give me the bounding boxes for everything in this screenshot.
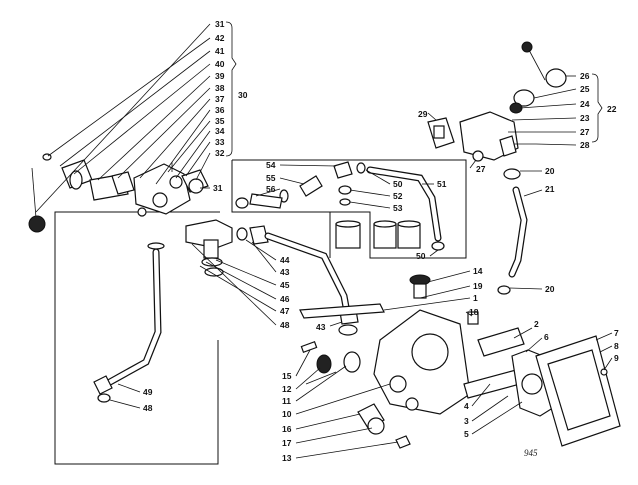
label-41: 41 xyxy=(215,46,225,56)
label-19: 19 xyxy=(473,281,483,291)
label-3: 3 xyxy=(464,416,469,426)
label-50: 50 xyxy=(393,179,403,189)
leaders-top-left xyxy=(35,21,237,213)
label-33: 33 xyxy=(215,137,225,147)
label-22: 22 xyxy=(607,104,617,114)
label-26: 26 xyxy=(580,71,590,81)
label-55: 55 xyxy=(266,173,276,183)
label-53: 53 xyxy=(393,203,403,213)
label-39: 39 xyxy=(215,71,225,81)
label-20: 20 xyxy=(545,166,555,176)
leaders-top-right xyxy=(427,73,603,169)
label-50b: 50 xyxy=(416,251,426,261)
reference-code: 945 xyxy=(524,448,538,458)
labels-middle: 44 43 45 46 47 48 43 xyxy=(280,255,326,332)
left-frame xyxy=(54,211,220,465)
labels-top-right: 26 25 24 22 23 27 28 29 27 xyxy=(418,71,617,174)
leaders-pump xyxy=(295,270,613,459)
label-40: 40 xyxy=(215,59,225,69)
label-2: 2 xyxy=(534,319,539,329)
label-48: 48 xyxy=(280,320,290,330)
label-17: 17 xyxy=(282,438,292,448)
leaders-oil-box xyxy=(255,164,439,257)
label-20b: 20 xyxy=(545,284,555,294)
label-14: 14 xyxy=(473,266,483,276)
label-29: 29 xyxy=(418,109,428,119)
oil-pipe-box-parts xyxy=(235,161,445,251)
label-1: 1 xyxy=(473,293,478,303)
label-7: 7 xyxy=(614,328,619,338)
leaders-middle xyxy=(191,239,343,327)
label-47: 47 xyxy=(280,306,290,316)
dipstick-assembly xyxy=(28,153,209,233)
label-5: 5 xyxy=(464,429,469,439)
pipe-21: 20 21 20 xyxy=(497,166,555,295)
label-9: 9 xyxy=(614,353,619,363)
label-8: 8 xyxy=(614,341,619,351)
label-52: 52 xyxy=(393,191,403,201)
label-23: 23 xyxy=(580,113,590,123)
label-4: 4 xyxy=(464,401,469,411)
label-18: 18 xyxy=(469,307,479,317)
label-28: 28 xyxy=(580,140,590,150)
label-48b: 48 xyxy=(143,403,153,413)
label-37: 37 xyxy=(215,94,225,104)
labels-oil-box: 54 55 56 50 51 52 53 50 xyxy=(266,160,447,261)
label-30: 30 xyxy=(238,90,248,100)
label-31b: 31 xyxy=(213,183,223,193)
label-6: 6 xyxy=(544,332,549,342)
label-25: 25 xyxy=(580,84,590,94)
pipe-49: 49 48 xyxy=(93,242,165,413)
label-27b: 27 xyxy=(476,164,486,174)
label-32: 32 xyxy=(215,148,225,158)
label-10: 10 xyxy=(282,409,292,419)
label-43b: 43 xyxy=(316,322,326,332)
label-46: 46 xyxy=(280,294,290,304)
label-15: 15 xyxy=(282,371,292,381)
label-42: 42 xyxy=(215,33,225,43)
tap-assembly xyxy=(427,41,567,162)
label-13: 13 xyxy=(282,453,292,463)
label-43: 43 xyxy=(280,267,290,277)
label-51: 51 xyxy=(437,179,447,189)
oil-pipe-box xyxy=(231,159,467,259)
label-31: 31 xyxy=(215,19,225,29)
label-56: 56 xyxy=(266,184,276,194)
label-54: 54 xyxy=(266,160,276,170)
label-49: 49 xyxy=(143,387,153,397)
label-12: 12 xyxy=(282,384,292,394)
label-35: 35 xyxy=(215,116,225,126)
label-44: 44 xyxy=(280,255,290,265)
labels-pump: 14 19 1 18 2 6 7 8 9 15 12 11 10 16 17 1… xyxy=(282,266,619,463)
banjo-and-pipe xyxy=(185,219,359,336)
label-11: 11 xyxy=(282,396,291,406)
label-27: 27 xyxy=(580,127,590,137)
label-45: 45 xyxy=(280,280,290,290)
label-38: 38 xyxy=(215,83,225,93)
label-16: 16 xyxy=(282,424,292,434)
label-36: 36 xyxy=(215,105,225,115)
labels-top-left: 31 42 41 40 39 38 37 36 35 34 33 32 30 3… xyxy=(213,19,248,193)
label-21: 21 xyxy=(545,184,555,194)
oil-pump xyxy=(299,274,621,449)
label-24: 24 xyxy=(580,99,590,109)
label-34: 34 xyxy=(215,126,225,136)
